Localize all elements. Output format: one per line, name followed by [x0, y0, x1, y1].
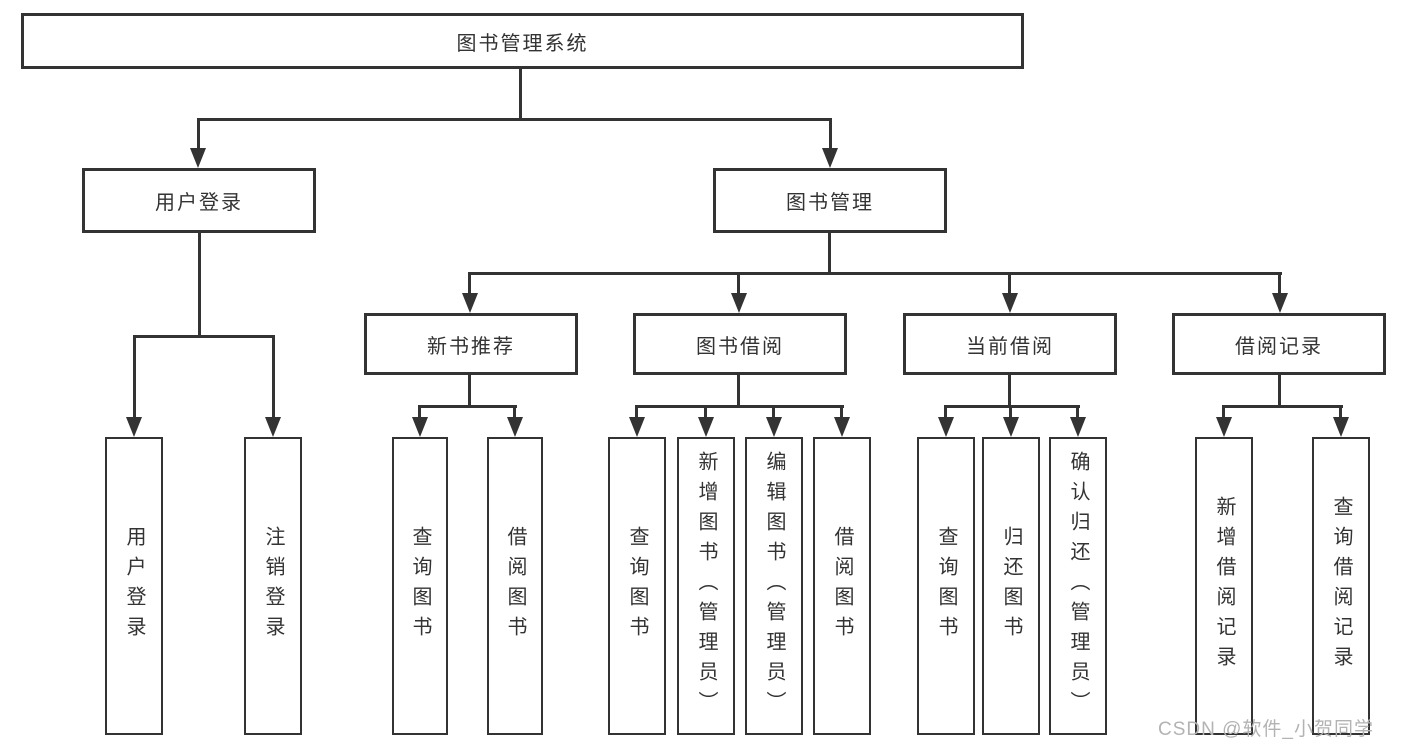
- arrowhead-leaf: [698, 417, 714, 437]
- connector-leaf-stub: [133, 335, 136, 419]
- node-borrowing-records: 借阅记录: [1172, 313, 1386, 375]
- node-user-login: 用户登录: [82, 168, 316, 233]
- arrowhead-leaf: [412, 417, 428, 437]
- node-new-book-recommend-label: 新书推荐: [427, 335, 515, 358]
- leaf-add-books-admin: 新增图书（管理员）: [677, 437, 735, 735]
- leaf-borrow-books-2-label: 借阅图书: [831, 526, 853, 646]
- connector-leaf-stub: [704, 405, 707, 420]
- arrowhead-user-login: [190, 148, 206, 168]
- arrowhead-leaf: [629, 417, 645, 437]
- connector-stem: [737, 375, 740, 408]
- connector-leaf-stub: [635, 405, 638, 420]
- connector-leaf-stub: [1009, 405, 1012, 420]
- arrowhead-leaf: [265, 417, 281, 437]
- leaf-logout-label: 注销登录: [262, 526, 284, 646]
- arrowhead-leaf: [938, 417, 954, 437]
- connector-rail: [418, 405, 517, 408]
- connector-user-login-stem: [198, 233, 201, 337]
- leaf-borrow-books-2: 借阅图书: [813, 437, 871, 735]
- connector-root-stem: [519, 69, 522, 119]
- arrowhead-leaf: [1070, 417, 1086, 437]
- connector-level2-rail: [197, 118, 832, 121]
- connector-leaf-stub: [1222, 405, 1225, 420]
- csdn-watermark: CSDN @软件_小贺同学: [1158, 719, 1374, 740]
- connector-level3-rail: [468, 272, 1282, 275]
- leaf-confirm-return-admin: 确认归还（管理员）: [1049, 437, 1107, 735]
- connector-level3-stub: [737, 272, 740, 295]
- leaf-add-books-admin-label: 新增图书（管理员）: [695, 451, 717, 721]
- arrowhead-borrowing-records: [1272, 293, 1288, 313]
- leaf-query-books-3: 查询图书: [917, 437, 975, 735]
- leaf-return-books-label: 归还图书: [1000, 526, 1022, 646]
- connector-leaf-stub: [1076, 405, 1079, 420]
- node-current-borrowing: 当前借阅: [903, 313, 1117, 375]
- connector-book-mgmt-stub: [829, 118, 832, 150]
- node-library-system-label: 图书管理系统: [456, 32, 589, 55]
- leaf-borrow-books-1-label: 借阅图书: [504, 526, 526, 646]
- leaf-query-books-3-label: 查询图书: [935, 526, 957, 646]
- connector-leaf-stub: [944, 405, 947, 420]
- node-new-book-recommend: 新书推荐: [364, 313, 578, 375]
- arrowhead-leaf: [766, 417, 782, 437]
- arrowhead-leaf: [1216, 417, 1232, 437]
- connector-leaf-stub: [840, 405, 843, 420]
- leaf-user-login-label: 用户登录: [123, 526, 145, 646]
- leaf-edit-books-admin: 编辑图书（管理员）: [745, 437, 803, 735]
- arrowhead-current-borrowing: [1002, 293, 1018, 313]
- connector-rail: [944, 405, 1080, 408]
- arrowhead-book-mgmt: [822, 148, 838, 168]
- leaf-edit-books-admin-label: 编辑图书（管理员）: [763, 451, 785, 721]
- node-book-management: 图书管理: [713, 168, 947, 233]
- connector-rail: [635, 405, 844, 408]
- arrowhead-leaf: [1333, 417, 1349, 437]
- connector-level3-stub: [1008, 272, 1011, 295]
- leaf-query-borrow-record-label: 查询借阅记录: [1330, 496, 1352, 676]
- connector-level3-stub: [468, 272, 471, 295]
- leaf-query-books-1: 查询图书: [392, 437, 448, 735]
- connector-book-mgmt-stem: [828, 233, 831, 275]
- leaf-logout: 注销登录: [244, 437, 302, 735]
- connector-stem: [468, 375, 471, 408]
- connector-rail: [1222, 405, 1343, 408]
- node-book-borrowing-label: 图书借阅: [696, 335, 784, 358]
- node-current-borrowing-label: 当前借阅: [966, 335, 1054, 358]
- connector-stem: [1008, 375, 1011, 408]
- connector-leaf-stub: [272, 335, 275, 419]
- leaf-add-borrow-record: 新增借阅记录: [1195, 437, 1253, 735]
- connector-user-login-stub: [197, 118, 200, 150]
- leaf-query-books-2-label: 查询图书: [626, 526, 648, 646]
- leaf-confirm-return-admin-label: 确认归还（管理员）: [1067, 451, 1089, 721]
- node-borrowing-records-label: 借阅记录: [1235, 335, 1323, 358]
- arrowhead-leaf: [507, 417, 523, 437]
- arrowhead-leaf: [834, 417, 850, 437]
- arrowhead-new-book-recommend: [462, 293, 478, 313]
- leaf-return-books: 归还图书: [982, 437, 1040, 735]
- connector-level3-stub: [1278, 272, 1281, 295]
- node-book-management-label: 图书管理: [786, 192, 874, 214]
- node-user-login-label: 用户登录: [155, 192, 243, 214]
- leaf-query-books-1-label: 查询图书: [409, 526, 431, 646]
- leaf-borrow-books-1: 借阅图书: [487, 437, 543, 735]
- leaf-query-borrow-record: 查询借阅记录: [1312, 437, 1370, 735]
- node-book-borrowing: 图书借阅: [633, 313, 847, 375]
- leaf-add-borrow-record-label: 新增借阅记录: [1213, 496, 1235, 676]
- arrowhead-leaf: [126, 417, 142, 437]
- connector-leaf-stub: [513, 405, 516, 420]
- leaf-query-books-2: 查询图书: [608, 437, 666, 735]
- arrowhead-book-borrowing: [731, 293, 747, 313]
- connector-leaf-stub: [1339, 405, 1342, 420]
- connector-leaf-stub: [418, 405, 421, 420]
- connector-user-login-rail: [133, 335, 275, 338]
- connector-stem: [1278, 375, 1281, 408]
- arrowhead-leaf: [1003, 417, 1019, 437]
- connector-leaf-stub: [772, 405, 775, 420]
- node-library-system: 图书管理系统: [21, 13, 1024, 69]
- leaf-user-login: 用户登录: [105, 437, 163, 735]
